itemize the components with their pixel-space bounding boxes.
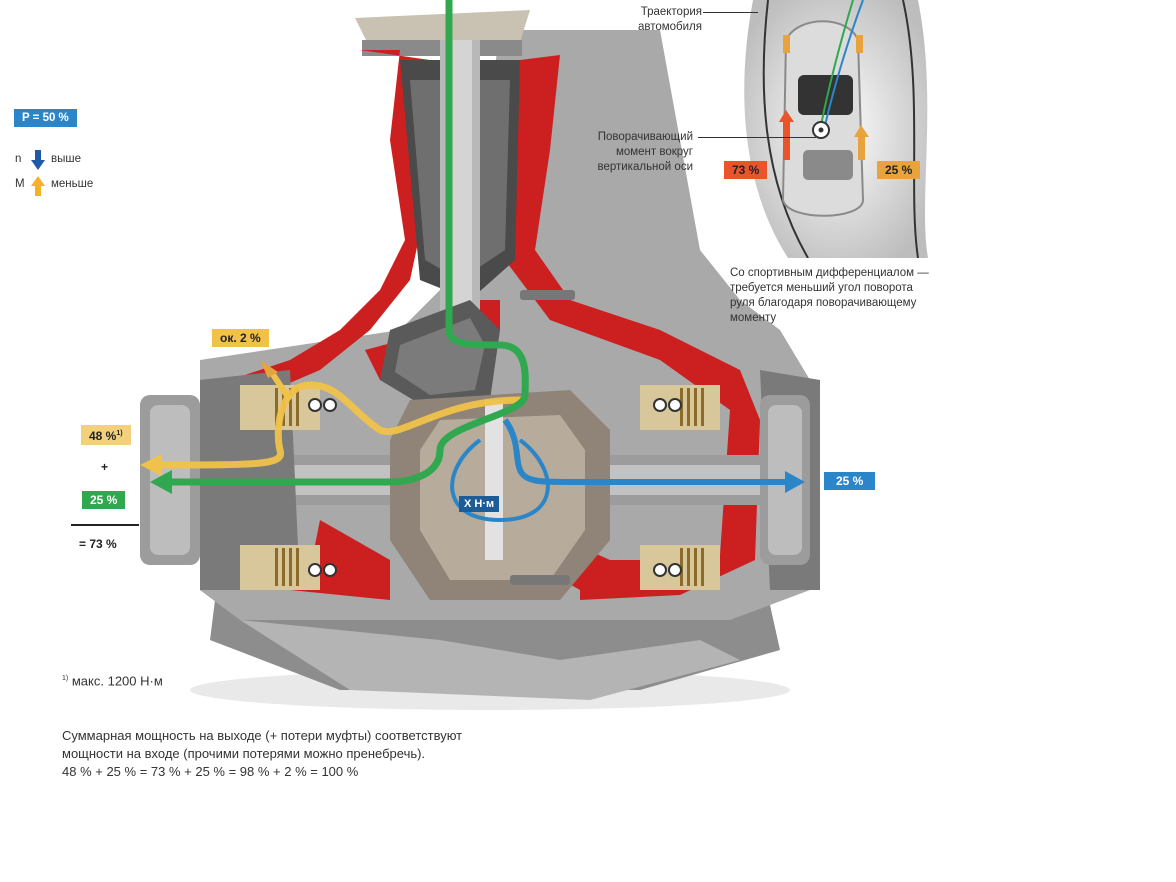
car-caption-line1: Со спортивным дифференциалом —	[730, 267, 929, 279]
torque-box-label: X Н·м	[459, 496, 500, 512]
differential-cutaway-illustration	[140, 0, 820, 710]
footnote: 1) макс. 1200 Н·м	[62, 670, 163, 690]
about-2-percent-badge: ок. 2 %	[212, 329, 269, 347]
arrow-down-icon	[31, 150, 45, 170]
right-wheel-percent-badge: 25 %	[877, 161, 921, 179]
car-caption-line4: моменту	[730, 312, 777, 324]
footnote-text: макс. 1200 Н·м	[71, 673, 163, 689]
summary-line2: мощности на входе (прочими потерями можн…	[62, 746, 426, 761]
trajectory-label: Траектория автомобиля	[636, 5, 702, 35]
legend-n-text: выше	[51, 153, 81, 165]
legend-m-text: меньше	[51, 178, 94, 190]
car-caption-line2: требуется меньший угол поворота	[730, 282, 913, 294]
left-25-percent-badge: 25 %	[82, 491, 126, 509]
summary-line3: 48 % + 25 % = 73 % + 25 % = 98 % + 2 % =…	[62, 764, 359, 779]
moment-label-line2: момент вокруг	[615, 146, 693, 158]
moment-label-line3: вертикальной оси	[597, 161, 693, 173]
footnote-marker: 1)	[62, 675, 69, 682]
left-48-footnote-marker: 1)	[116, 430, 123, 437]
sum-divider-line	[71, 524, 139, 526]
legend-row-n: n выше	[15, 150, 135, 170]
power-badge: P = 50 %	[14, 109, 77, 127]
trajectory-leader-line	[703, 12, 758, 13]
left-48-percent-value: 48 %	[89, 429, 117, 443]
moment-leader-line	[698, 137, 816, 138]
legend-n-symbol: n	[15, 153, 22, 165]
trajectory-label-line2: автомобиля	[637, 21, 702, 33]
moment-label-line1: Поворачивающий	[597, 131, 693, 143]
left-48-percent-badge: 48 %1)	[81, 425, 131, 445]
summary-line1: Суммарная мощность на выходе (+ потери м…	[62, 728, 463, 743]
legend-row-m: M меньше	[15, 176, 135, 197]
left-total-label: = 73 %	[79, 537, 117, 551]
legend-m-symbol: M	[15, 178, 25, 190]
trajectory-label-line1: Траектория	[640, 6, 702, 18]
car-caption-line3: руля благодаря поворачивающему	[730, 297, 917, 309]
summary-text: Суммарная мощность на выходе (+ потери м…	[62, 727, 622, 781]
car-trajectory-illustration	[734, 0, 964, 258]
left-wheel-percent-badge: 73 %	[724, 161, 768, 179]
car-caption: Со спортивным дифференциалом — требуется…	[730, 266, 950, 326]
plus-sign: +	[101, 460, 109, 474]
moment-label: Поворачивающий момент вокруг вертикально…	[588, 130, 693, 175]
arrow-up-icon	[31, 176, 45, 196]
right-25-percent-badge: 25 %	[824, 472, 876, 490]
